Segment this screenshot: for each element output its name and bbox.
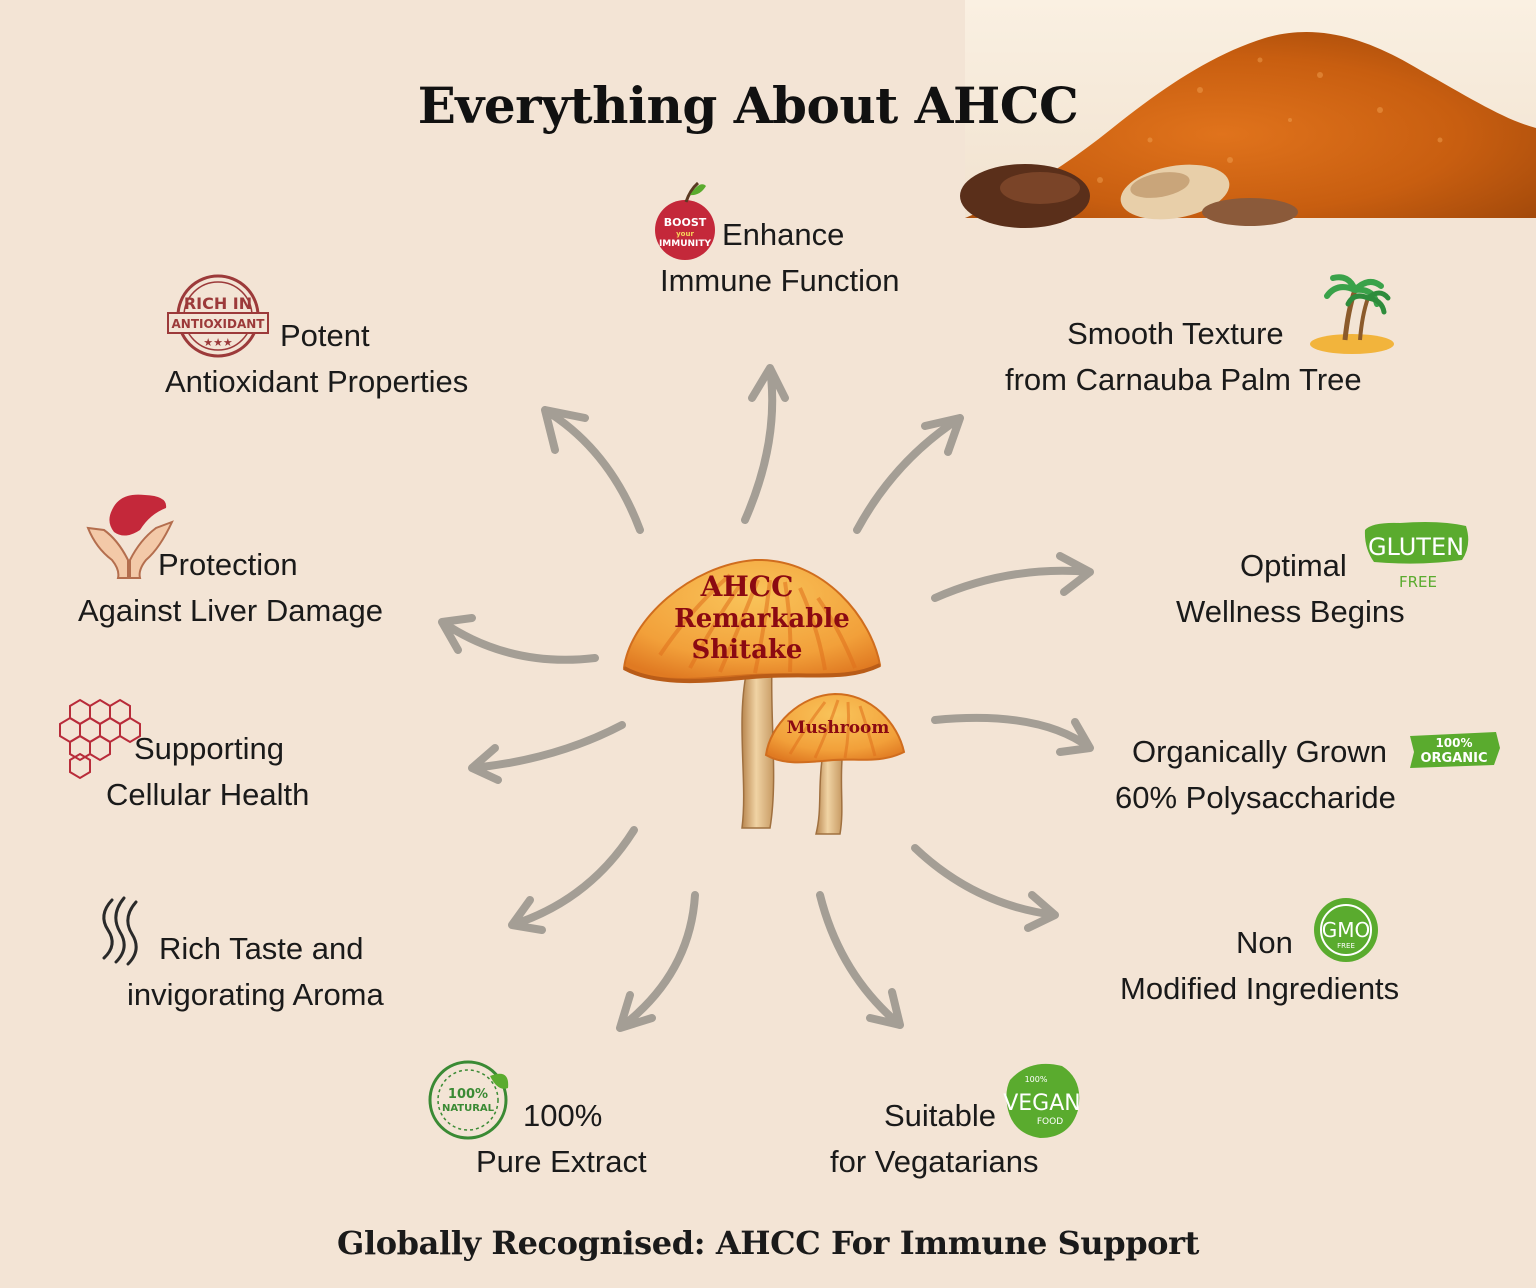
benefit-organic: Organically Grown 60% Polysaccharide <box>1115 734 1396 815</box>
cap-text-2: Remarkable <box>674 604 850 634</box>
benefit-vegetarian: Suitable for Vegatarians <box>830 1098 1039 1179</box>
gmo-free-icon: GMO FREE <box>1314 898 1378 962</box>
arrow-liver <box>438 614 599 664</box>
small-cap-text: Mushroom <box>787 718 890 738</box>
svg-text:FREE: FREE <box>1337 942 1355 950</box>
benefit-liver: Protection Against Liver Damage <box>78 547 383 628</box>
honeycomb-icon <box>59 698 141 780</box>
cap-text-3: Shitake <box>692 635 803 665</box>
benefit-antioxidant: Potent Antioxidant Properties <box>165 318 469 399</box>
benefit-cellular: Supporting Cellular Health <box>106 731 310 812</box>
svg-text:VEGAN: VEGAN <box>1003 1091 1081 1116</box>
arrow-texture <box>853 414 964 534</box>
organic-badge-icon: 100% ORGANIC <box>1410 732 1500 768</box>
svg-text:100%: 100% <box>448 1087 488 1102</box>
arrow-wellness <box>931 552 1094 602</box>
svg-text:FOOD: FOOD <box>1037 1117 1063 1127</box>
arrow-organic <box>931 713 1094 756</box>
page-title: Everything About AHCC <box>417 76 1079 135</box>
benefit-pure: 100% Pure Extract <box>476 1098 647 1179</box>
svg-text:NATURAL: NATURAL <box>442 1103 495 1114</box>
benefit-texture: Smooth Texture from Carnauba Palm Tree <box>1005 316 1362 397</box>
svg-text:your: your <box>676 230 694 238</box>
liver-hands-icon <box>86 494 174 579</box>
svg-text:ORGANIC: ORGANIC <box>1420 751 1487 766</box>
aroma-icon <box>102 896 138 966</box>
cap-text-1: AHCC <box>700 570 794 603</box>
svg-text:FREE: FREE <box>1399 573 1437 591</box>
gluten-free-icon: GLUTEN FREE <box>1364 522 1469 591</box>
svg-text:IMMUNITY: IMMUNITY <box>659 239 712 249</box>
benefit-gmo: Non Modified Ingredients <box>1120 925 1400 1006</box>
arrow-gmo <box>911 844 1059 932</box>
svg-text:GMO: GMO <box>1322 918 1371 942</box>
svg-text:ANTIOXIDANT: ANTIOXIDANT <box>172 317 266 331</box>
powder-photo <box>960 0 1536 228</box>
boost-immunity-icon: BOOST your IMMUNITY <box>655 181 715 260</box>
arrow-aroma <box>508 826 638 934</box>
svg-text:100%: 100% <box>1435 736 1472 750</box>
arrow-cellular <box>468 721 626 784</box>
vegan-food-icon: 100% VEGAN FOOD <box>1003 1063 1081 1138</box>
small-mushroom-cap <box>764 692 906 764</box>
benefit-immune: Enhance Immune Function <box>660 217 900 298</box>
natural-seal-icon: 100% NATURAL <box>428 1060 509 1140</box>
benefit-aroma: Rich Taste and invigorating Aroma <box>127 931 384 1012</box>
footer-tagline: Globally Recognised: AHCC For Immune Sup… <box>337 1224 1199 1262</box>
antioxidant-stamp-icon: RICH IN ANTIOXIDANT ★★★ <box>167 274 269 358</box>
svg-text:★★★: ★★★ <box>203 336 233 349</box>
svg-text:100%: 100% <box>1025 1075 1048 1084</box>
arrow-pure <box>616 891 699 1032</box>
big-mushroom-cap <box>622 558 882 680</box>
arrow-vegetarian <box>816 891 904 1029</box>
palm-tree-icon <box>1310 274 1394 354</box>
arrow-antioxidant <box>541 406 644 534</box>
svg-text:GLUTEN: GLUTEN <box>1368 533 1464 561</box>
benefit-wellness: Optimal Wellness Begins <box>1176 548 1405 629</box>
svg-text:BOOST: BOOST <box>664 216 707 229</box>
arrow-immune <box>741 364 789 524</box>
svg-text:RICH IN: RICH IN <box>184 294 252 313</box>
